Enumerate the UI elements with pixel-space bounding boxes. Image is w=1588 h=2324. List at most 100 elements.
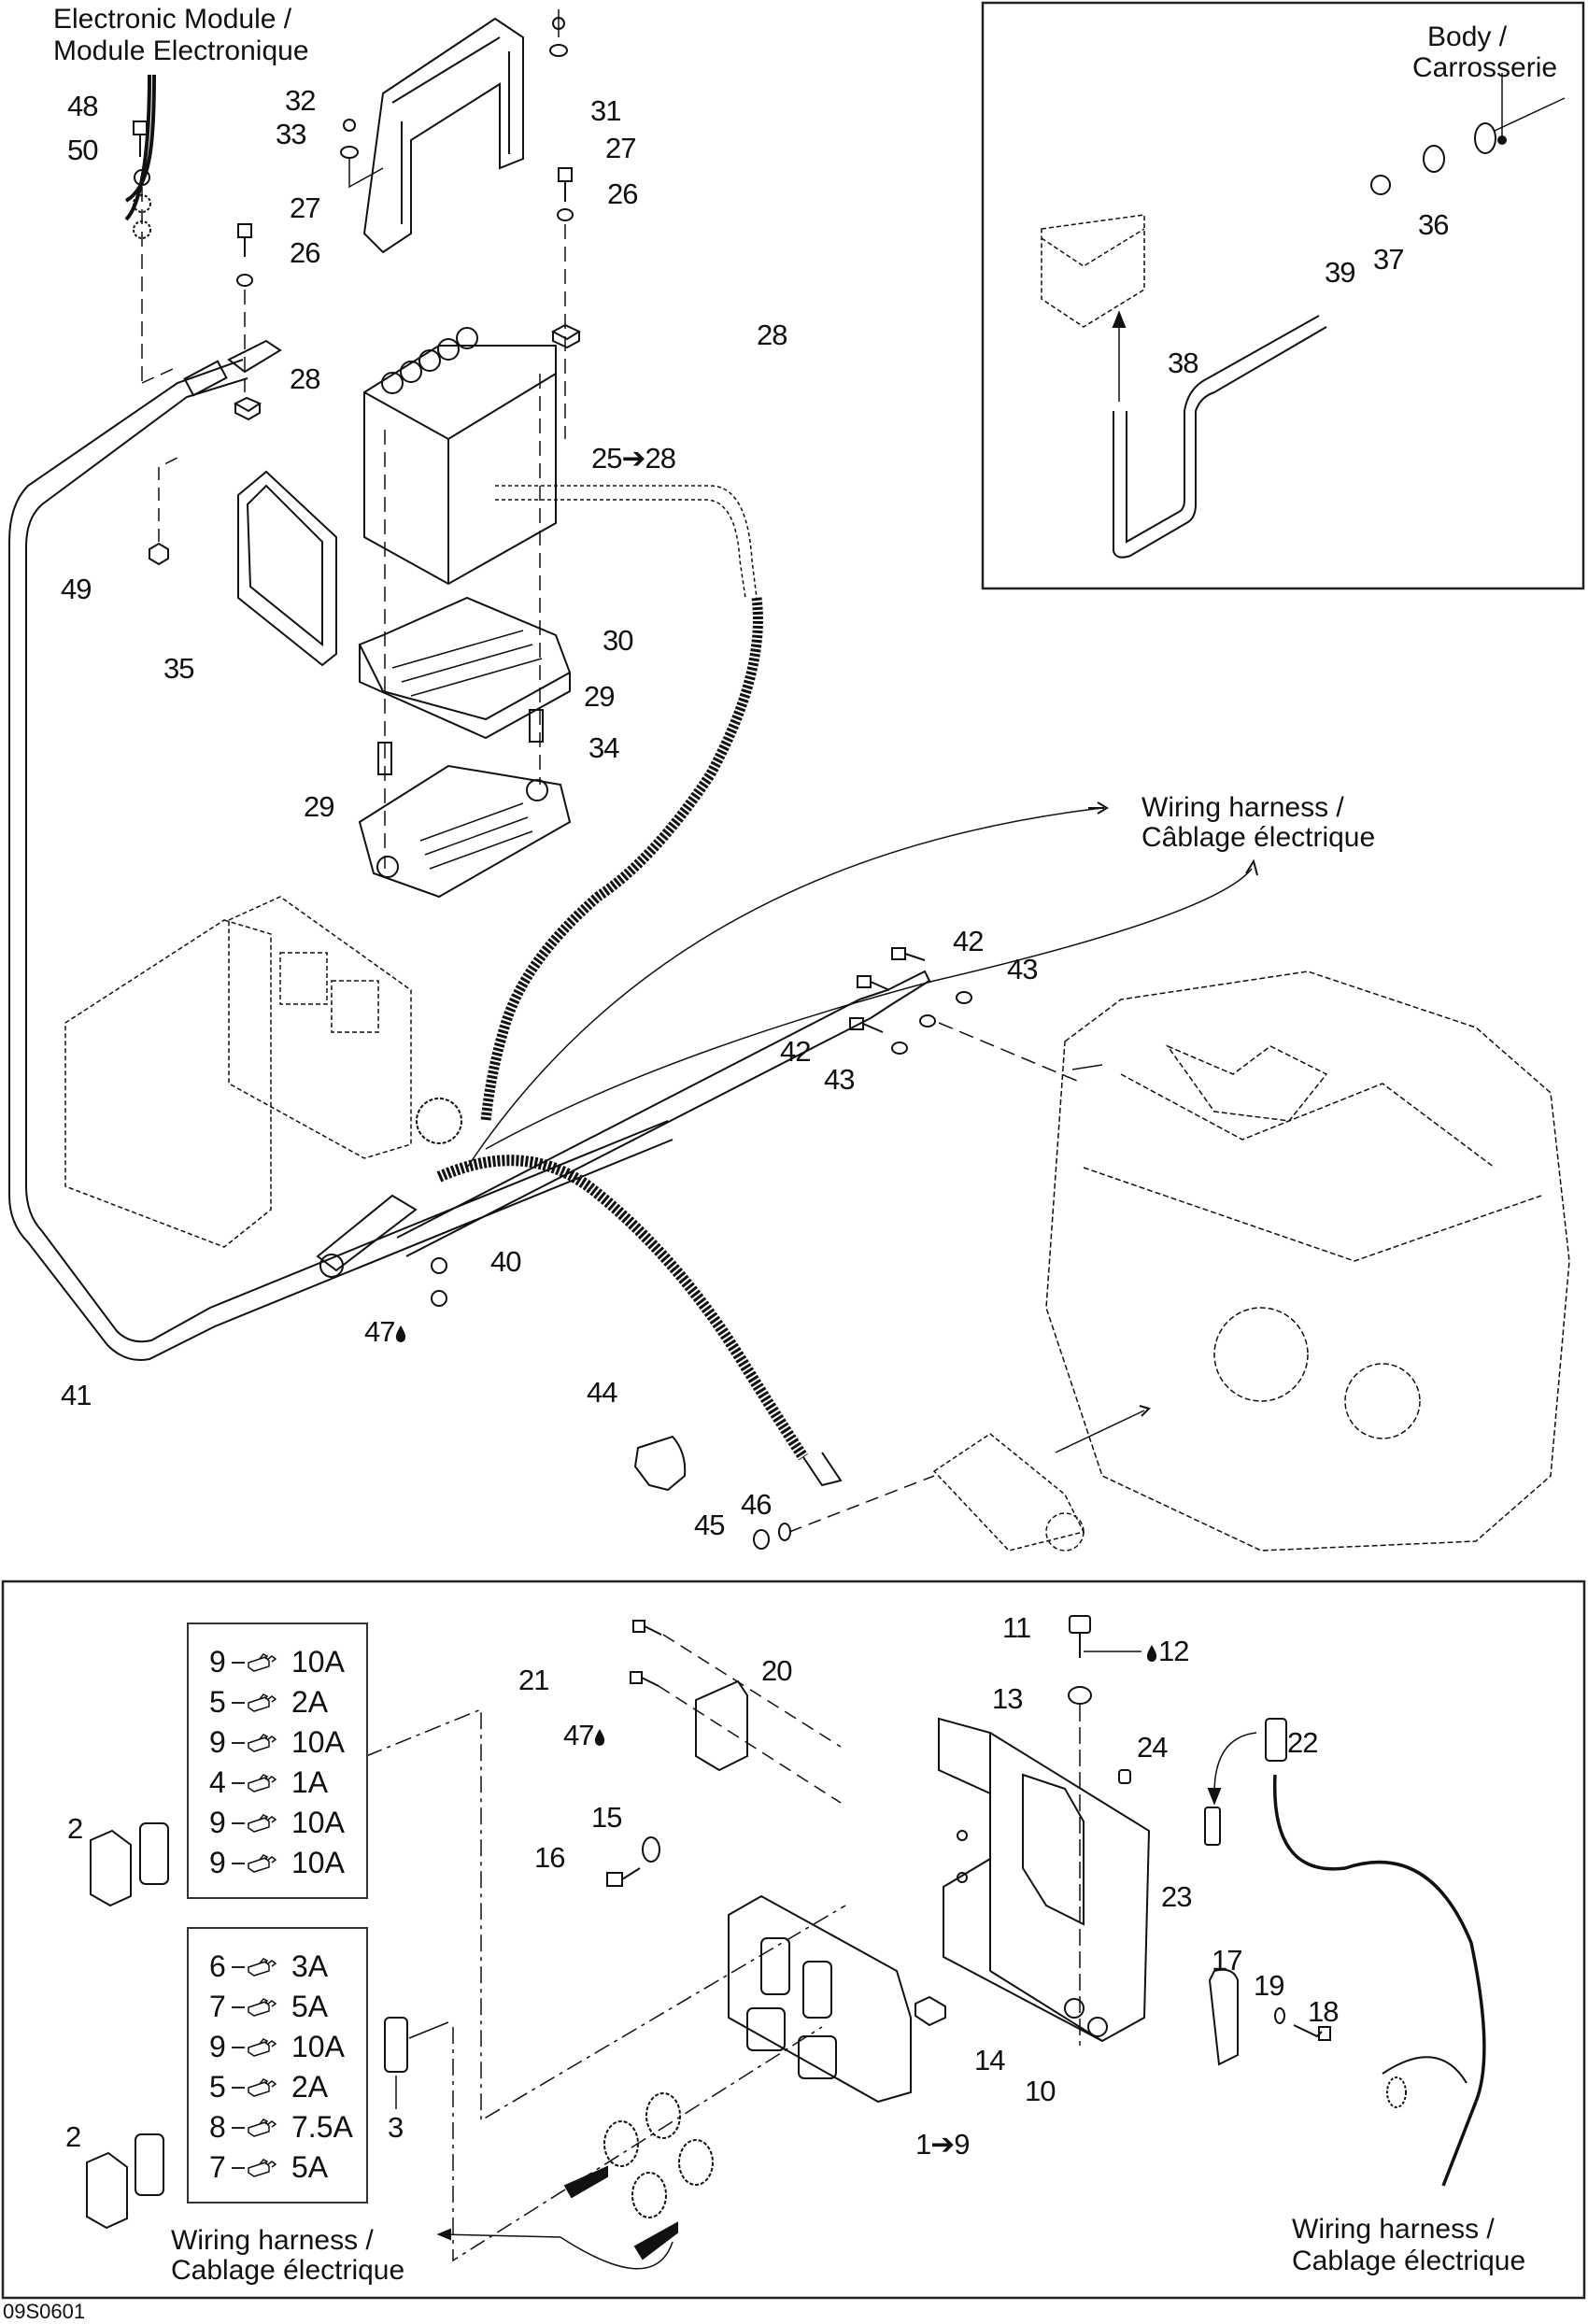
fuse-row: 9 10A (209, 1806, 345, 1840)
caption-harness-top-en: Wiring harness / (1141, 792, 1344, 823)
callout-50: 50 (67, 134, 98, 166)
ecm-phantom (64, 896, 412, 1248)
ground-cable-41 (8, 359, 673, 1361)
callout-12: 12 (1145, 1637, 1189, 1665)
callout-43-bottom: 43 (824, 1063, 855, 1096)
leader-line (232, 1781, 245, 1784)
callout-49: 49 (61, 573, 92, 605)
callout-13: 13 (992, 1682, 1023, 1715)
leader-line (232, 1661, 245, 1664)
callout-22: 22 (1287, 1726, 1318, 1759)
fuse-item-number: 8 (209, 2110, 226, 2144)
nut-49 (149, 542, 169, 566)
callout-48: 48 (67, 90, 98, 122)
callout-15: 15 (591, 1801, 622, 1834)
blade-fuse-icon (248, 1693, 277, 1712)
callout-28-left: 28 (290, 362, 320, 395)
fuse-rating: 10A (291, 1725, 345, 1759)
callout-28-right: 28 (757, 319, 787, 351)
bolts-42 (849, 947, 926, 1033)
fuse-module-panel (1, 1580, 1586, 2300)
fuse-rating: 3A (291, 1949, 329, 1983)
caption-harness-bottom-right-en: Wiring harness / (1292, 2214, 1495, 2245)
callout-37: 37 (1373, 243, 1404, 276)
caption-harness-bottom-left-en: Wiring harness / (171, 2225, 374, 2256)
caption-harness-top-fr: Câblage électrique (1141, 822, 1376, 853)
blade-fuse-icon (248, 1997, 277, 2017)
blade-fuse-icon (248, 1813, 277, 1833)
callout-16: 16 (534, 1841, 565, 1874)
leader-line (232, 2166, 245, 2169)
callout-33: 33 (276, 118, 306, 150)
fuse-item-number: 7 (209, 2150, 226, 2184)
callout-44: 44 (587, 1376, 617, 1409)
battery (363, 327, 557, 586)
leader-line (232, 2086, 245, 2089)
callout-31: 31 (590, 94, 621, 127)
battery-tray-30 (358, 596, 572, 740)
callout-14: 14 (974, 2044, 1005, 2076)
callout-26-right: 26 (607, 177, 638, 210)
caption-harness-bottom-left-fr: Cablage électrique (171, 2255, 405, 2286)
fuse-item-number: 9 (209, 1846, 226, 1879)
caption-electronic-module-en: Electronic Module / (53, 4, 292, 35)
ecm-module-1-9 (728, 1894, 912, 2104)
clip-14 (915, 1995, 946, 2027)
callout-10: 10 (1025, 2075, 1056, 2107)
fuse-item-number: 9 (209, 1806, 226, 1839)
callout-39: 39 (1325, 256, 1355, 289)
braided-harness (480, 597, 763, 1122)
fuse-rating: 10A (291, 1806, 345, 1839)
leader-line (232, 2046, 245, 2048)
starter-cable (436, 1155, 808, 1461)
callout-25-to-28: 25➔28 (591, 442, 676, 475)
drop-icon (595, 1729, 605, 1746)
fuse-item-number: 9 (209, 2030, 226, 2063)
fuse-row: 5 2A (209, 1685, 328, 1720)
callout-21: 21 (518, 1664, 549, 1696)
blade-fuse-icon (248, 1733, 277, 1752)
callout-29-left: 29 (304, 790, 334, 823)
callout-34: 34 (588, 731, 619, 764)
sensor-20 (695, 1679, 748, 1772)
fuse-rating: 2A (291, 1685, 329, 1719)
callout-18: 18 (1308, 1995, 1339, 2028)
blade-fuse-icon (248, 2037, 277, 2057)
fuse-item-number: 5 (209, 1685, 226, 1719)
drop-icon (1146, 1645, 1157, 1662)
caption-body-fr: Carrosserie (1412, 52, 1558, 83)
callout-42-top: 42 (953, 925, 984, 957)
leader-line (232, 1701, 245, 1704)
fuse-item-number: 6 (209, 1949, 226, 1983)
callout-29-right: 29 (584, 680, 615, 713)
bolt-48 (133, 120, 148, 157)
leader-line (232, 2126, 245, 2129)
battery-plate-34 (358, 764, 572, 899)
callout-24: 24 (1137, 1731, 1168, 1764)
fuse-rating: 10A (291, 1846, 345, 1879)
callout-47-top: 47 (364, 1317, 407, 1346)
callout-45: 45 (694, 1509, 725, 1541)
leader-line (232, 1862, 245, 1864)
callout-19: 19 (1254, 1969, 1284, 2002)
fuse-rating: 10A (291, 1645, 345, 1679)
module-bracket-10 (938, 1717, 1151, 2043)
callout-30: 30 (603, 624, 633, 657)
callout-23: 23 (1161, 1880, 1192, 1913)
switch-17 (1208, 1968, 1239, 2066)
leader-line (232, 2005, 245, 2008)
fuse-rating: 2A (291, 2070, 329, 2104)
fuse-row: 6 3A (209, 1949, 328, 1984)
callout-35: 35 (163, 652, 194, 685)
vent-tube-inset-panel (981, 1, 1585, 590)
fuse-rating: 1A (291, 1765, 329, 1799)
callout-38: 38 (1168, 347, 1198, 379)
callout-1-to-9: 1➔9 (915, 2128, 970, 2161)
caption-body-en: Body / (1427, 21, 1508, 52)
relay-2b (86, 2133, 164, 2230)
